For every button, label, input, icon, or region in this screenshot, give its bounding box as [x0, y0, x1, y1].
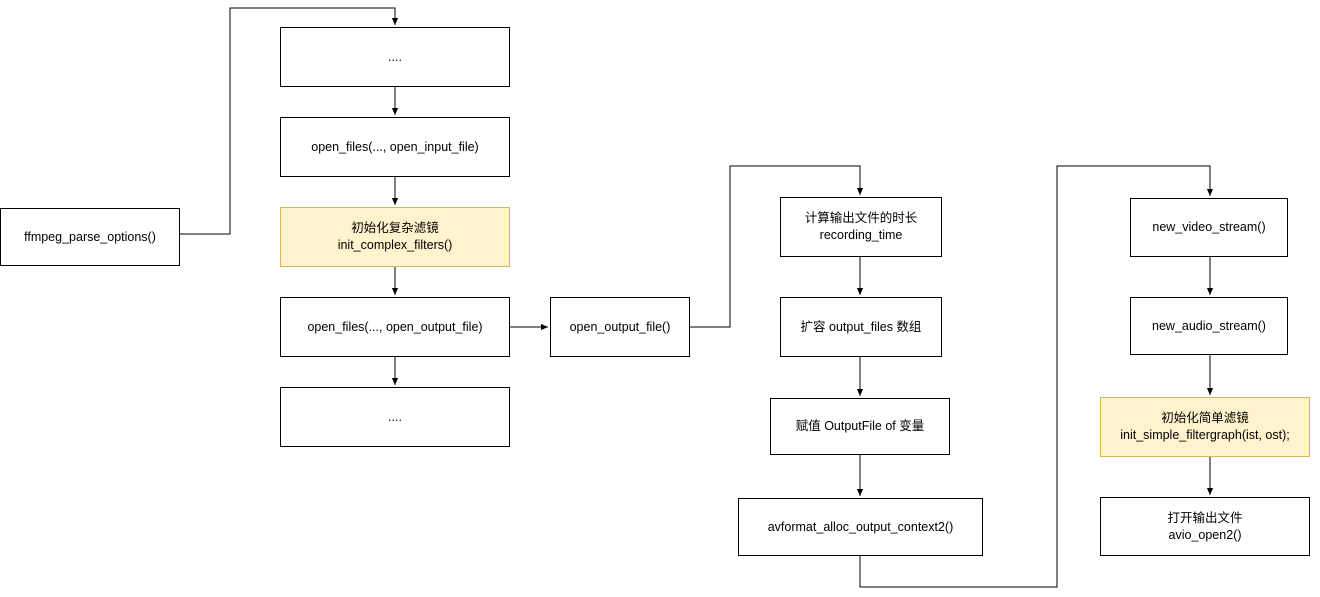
edge-parseoptions-to-ellipsis: [180, 7, 399, 235]
node-ellipsis-bottom: ....: [280, 387, 510, 447]
node-ffmpeg-parse-options: ffmpeg_parse_options(): [0, 208, 180, 266]
node-label: ffmpeg_parse_options(): [24, 229, 156, 244]
node-open-files-output: open_files(..., open_output_file): [280, 297, 510, 357]
node-label: 赋值 OutputFile of 变量: [795, 419, 925, 433]
node-label: init_complex_filters(): [337, 238, 453, 252]
node-label: 初始化复杂滤镜: [351, 221, 439, 235]
node-new-audio-stream: new_audio_stream(): [1130, 297, 1288, 355]
node-label: 计算输出文件的时长: [804, 211, 918, 225]
node-label: ....: [388, 409, 402, 424]
node-label: open_files(..., open_output_file): [307, 319, 483, 334]
node-label: avformat_alloc_output_context2(): [767, 519, 954, 534]
node-label: new_video_stream(): [1152, 220, 1266, 234]
node-calc-recording-time: 计算输出文件的时长 recording_time: [780, 197, 942, 257]
edge-openoutputfile-to-calctime: [690, 165, 864, 328]
node-open-output-file: open_output_file(): [550, 297, 690, 357]
node-open-output-file-avio-open2: 打开输出文件 avio_open2(): [1100, 497, 1310, 556]
node-label: recording_time: [819, 228, 903, 242]
node-label: open_output_file(): [569, 319, 671, 334]
node-label: 扩容 output_files 数组: [800, 319, 922, 334]
node-grow-output-files: 扩容 output_files 数组: [780, 297, 942, 357]
node-label: 打开输出文件: [1167, 510, 1243, 525]
node-label: open_files(..., open_input_file): [311, 139, 479, 154]
node-label: avio_open2(): [1168, 527, 1242, 542]
node-open-files-input: open_files(..., open_input_file): [280, 117, 510, 177]
node-init-complex-filters: 初始化复杂滤镜 init_complex_filters(): [280, 207, 510, 267]
node-ellipsis-top: ....: [280, 27, 510, 87]
node-label: 初始化简单滤镜: [1161, 411, 1249, 425]
node-label: new_audio_stream(): [1152, 318, 1266, 333]
node-avformat-alloc-output-context2: avformat_alloc_output_context2(): [738, 498, 983, 556]
node-init-simple-filtergraph: 初始化简单滤镜 init_simple_filtergraph(ist, ost…: [1100, 397, 1310, 457]
node-new-video-stream: new_video_stream(): [1130, 198, 1288, 257]
node-assign-outputfile: 赋值 OutputFile of 变量: [770, 398, 950, 455]
edge-avformat-to-newvideo: [859, 165, 1214, 588]
node-label: ....: [388, 49, 402, 64]
node-label: init_simple_filtergraph(ist, ost);: [1120, 428, 1290, 442]
